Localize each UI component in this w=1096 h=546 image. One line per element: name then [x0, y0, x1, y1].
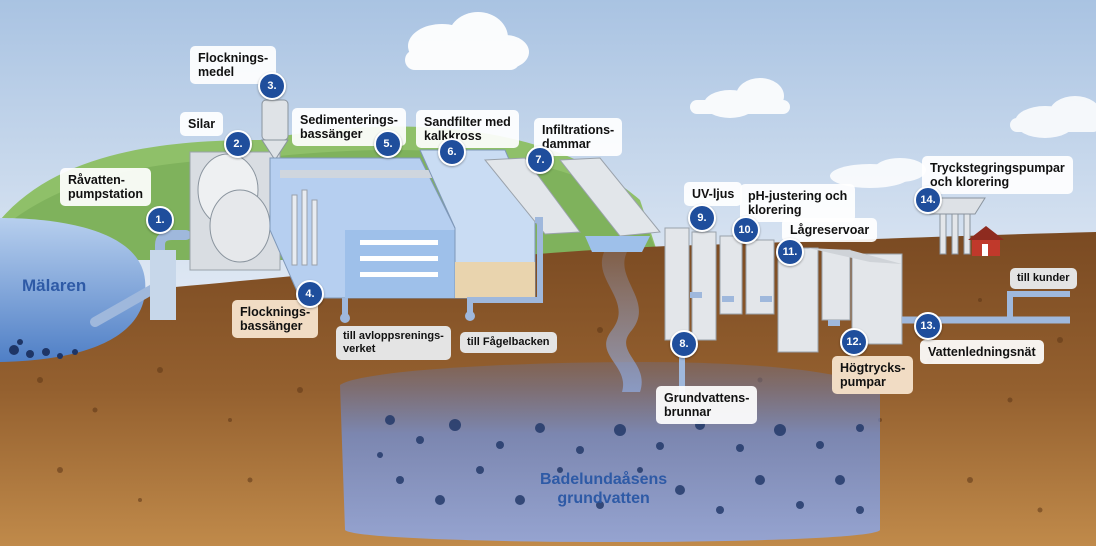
label-lagreservoar: Lågreservoar	[782, 218, 878, 242]
cloud-icon	[830, 158, 926, 188]
label-grundvattensbrunnar: Grundvattens- brunnar	[656, 386, 758, 424]
label-sandfilter: Sandfilter med kalkkross	[416, 110, 519, 148]
step-marker-13: 13.	[914, 312, 942, 340]
treatment-plant	[664, 227, 903, 353]
step-marker-6: 6.	[438, 138, 466, 166]
infiltration-pond	[483, 157, 581, 235]
step-marker-5: 5.	[374, 130, 402, 158]
lake-name: Mälaren	[22, 276, 87, 295]
step-marker-1: 1.	[146, 206, 174, 234]
label-hogtryckspumpar: Högtrycks- pumpar	[832, 356, 914, 394]
label-vattenledningsnat: Vattenledningsnät	[920, 340, 1044, 364]
step-marker-2: 2.	[224, 130, 252, 158]
house-icon	[968, 226, 1004, 256]
label-tryckstegring: Tryckstegringspumpar och klorering	[922, 156, 1073, 194]
groundwater-name: Badelundaåsens grundvatten	[540, 471, 668, 507]
step-marker-4: 4.	[296, 280, 324, 308]
step-marker-8: 8.	[670, 330, 698, 358]
step-marker-9: 9.	[688, 204, 716, 232]
dosing-tank	[261, 99, 289, 141]
label-till-avloppsreningsverket: till avloppsrenings- verket	[336, 326, 451, 360]
label-ph: pH-justering och klorering	[740, 184, 856, 222]
cloud-icon	[1010, 96, 1096, 138]
step-marker-11: 11.	[776, 238, 804, 266]
label-ravatten-pumpstation: Råvatten- pumpstation	[60, 168, 151, 206]
step-marker-3: 3.	[258, 72, 286, 100]
groundwater	[340, 362, 880, 542]
label-till-fagelbacken: till Fågelbacken	[460, 332, 557, 353]
cloud-icon	[405, 12, 529, 70]
step-marker-7: 7.	[526, 146, 554, 174]
cloud-icon	[690, 78, 790, 118]
label-till-kunder: till kunder	[1010, 268, 1077, 289]
label-flocknings-bassanger: Flocknings- bassänger	[232, 300, 319, 338]
step-marker-14: 14.	[914, 186, 942, 214]
infiltration-plume	[601, 250, 642, 392]
label-uv: UV-ljus	[684, 182, 743, 206]
step-marker-10: 10.	[732, 216, 760, 244]
lake	[0, 218, 146, 362]
step-marker-12: 12.	[840, 328, 868, 356]
label-silar: Silar	[180, 112, 224, 136]
